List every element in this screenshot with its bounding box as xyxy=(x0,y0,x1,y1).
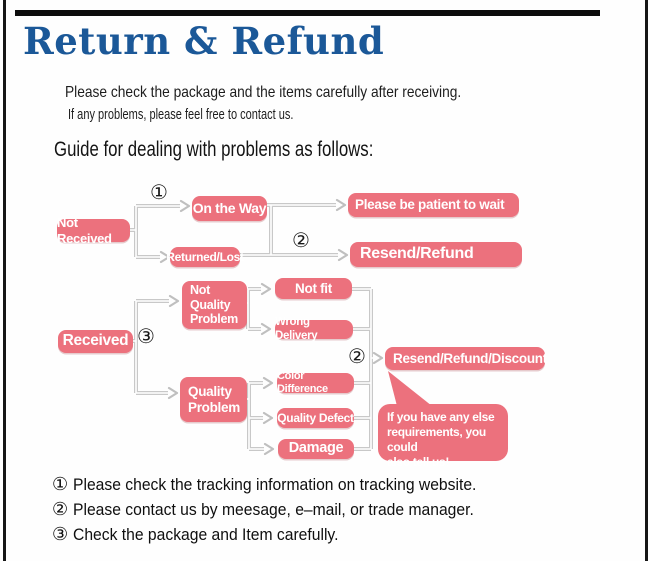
flow-node-not-quality-problem: Not Quality Problem xyxy=(182,281,247,329)
footnote-3-marker: ③ xyxy=(52,524,69,545)
footnote-3: ③ Check the package and Item carefully. xyxy=(52,524,498,545)
flow-node-damage: Damage xyxy=(278,439,354,459)
flow-node-resend-refund-discount: Resend/Refund/Discount xyxy=(385,347,547,370)
footnote-1-marker: ① xyxy=(52,474,69,495)
right-frame-border xyxy=(645,0,648,561)
footnote-2: ② Please contact us by meesage, e–mail, … xyxy=(52,499,498,520)
flow-node-not-received: Not Received xyxy=(57,215,130,246)
page-title: Return & Refund xyxy=(23,19,385,63)
step-marker-2-top: ② xyxy=(292,228,310,252)
footnote-2-text: Please contact us by meesage, e–mail, or… xyxy=(73,501,474,519)
speech-bubble-note: If you have any else requirements, you c… xyxy=(378,404,508,469)
flow-node-please-be-patient: Please be patient to wait xyxy=(348,193,519,217)
left-frame-border xyxy=(3,0,6,561)
top-divider-bar xyxy=(15,10,600,16)
flow-node-quality-defect: Quality Defect xyxy=(277,408,354,428)
step-marker-2-bottom: ② xyxy=(348,344,366,368)
flow-node-on-the-way: On the Way xyxy=(192,196,267,221)
intro-line-1: Please check the package and the items c… xyxy=(65,84,462,101)
footnotes: ① Please check the tracking information … xyxy=(52,474,498,549)
step-marker-3: ③ xyxy=(137,324,155,348)
flow-node-resend-refund: Resend/Refund xyxy=(350,242,522,267)
guide-heading: Guide for dealing with problems as follo… xyxy=(54,138,374,161)
flow-node-not-fit: Not fit xyxy=(275,278,352,299)
footnote-1-text: Please check the tracking information on… xyxy=(73,476,477,494)
footnote-3-text: Check the package and Item carefully. xyxy=(73,526,339,544)
footnote-1: ① Please check the tracking information … xyxy=(52,474,498,495)
step-marker-1: ① xyxy=(150,180,168,204)
flow-node-wrong-delivery: Wrong Delivery xyxy=(275,316,353,342)
flow-node-color-difference: Color Difference xyxy=(277,370,354,395)
flow-node-quality-problem: Quality Problem xyxy=(180,377,247,422)
speech-bubble-tail xyxy=(388,371,432,406)
intro-line-2: If any problems, please feel free to con… xyxy=(68,107,294,123)
flow-node-received: Received xyxy=(58,330,133,353)
footnote-2-marker: ② xyxy=(52,499,69,520)
flow-node-returned-lost: Returned/Lost xyxy=(166,247,244,267)
